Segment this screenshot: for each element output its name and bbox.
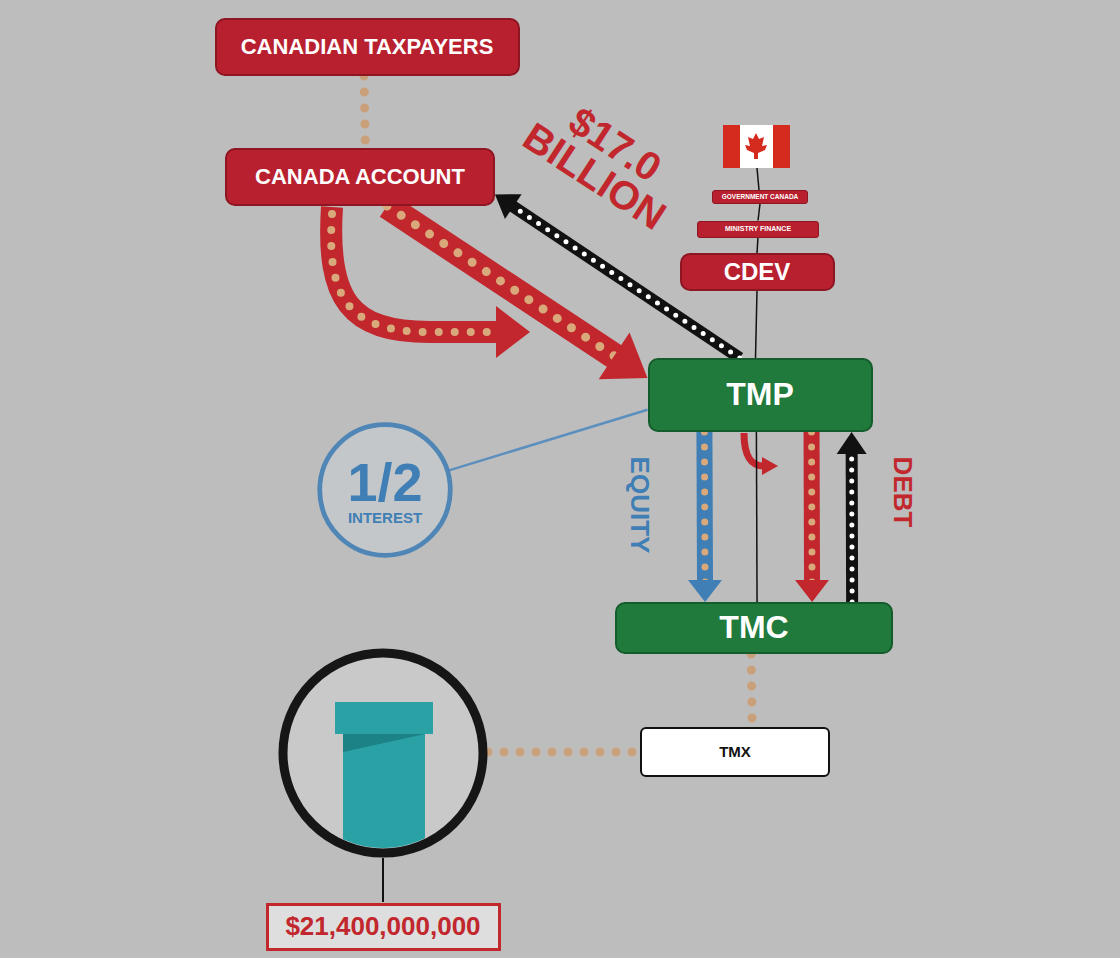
account-box: CANADA ACCOUNT xyxy=(225,148,495,206)
dotted-connector xyxy=(488,748,638,757)
maple-leaf xyxy=(745,133,767,159)
connector xyxy=(364,76,365,148)
connector-line xyxy=(696,432,713,582)
connector-line xyxy=(449,410,647,471)
interest-circle: 1/2INTEREST xyxy=(317,422,453,558)
arrow-head xyxy=(495,194,522,219)
pipe-body xyxy=(343,734,425,874)
node-text: $21,400,000,000 xyxy=(285,913,480,940)
arrow-head xyxy=(795,580,829,602)
node-text: CANADIAN TAXPAYERS xyxy=(241,35,494,58)
arrow-head xyxy=(599,333,648,380)
source-box: CANADIAN TAXPAYERS xyxy=(215,18,520,76)
pipe-flange xyxy=(335,702,433,734)
pipe-shade xyxy=(343,734,425,752)
connector xyxy=(688,432,722,602)
node-text: MINISTRY FINANCE xyxy=(725,225,791,232)
node-text: TMC xyxy=(719,611,788,645)
crown-corp-box: CDEV xyxy=(680,253,835,290)
connector xyxy=(449,410,647,471)
node-text: TMX xyxy=(719,744,751,760)
node-text: 1/2 xyxy=(347,454,422,511)
connector-line xyxy=(804,432,821,582)
connector-line xyxy=(756,432,758,602)
connector-line xyxy=(849,452,854,602)
node-text: GOVERNMENT CANADA xyxy=(722,194,799,201)
connector xyxy=(837,432,867,602)
arrow-head xyxy=(762,457,778,475)
node-text: CDEV xyxy=(724,259,791,284)
connector-line xyxy=(387,206,616,357)
leader-line xyxy=(382,858,384,902)
connector-line xyxy=(758,204,760,221)
org-box: MINISTRY FINANCE xyxy=(697,221,819,238)
node-text: CANADA ACCOUNT xyxy=(255,165,465,188)
canada-flag xyxy=(723,125,790,168)
connector-line xyxy=(387,206,616,357)
flag-pole-line xyxy=(757,168,759,190)
org-box: GOVERNMENT CANADA xyxy=(712,190,808,204)
connector-line xyxy=(747,654,757,727)
node-text: TMP xyxy=(726,378,794,412)
connector xyxy=(757,238,758,254)
edge-label: $17.0 BILLION xyxy=(513,82,697,238)
connector-line xyxy=(757,238,758,254)
amount-box: $21,400,000,000 xyxy=(266,903,501,951)
circle-shape xyxy=(320,425,451,556)
flag-field xyxy=(723,125,790,168)
connector-line xyxy=(364,76,365,148)
connector xyxy=(756,432,758,602)
flag-band xyxy=(773,125,790,168)
arrow-head xyxy=(496,306,530,358)
edge-label: DEBT xyxy=(891,457,916,528)
pipe-icon xyxy=(335,702,433,874)
connector-line xyxy=(808,432,816,582)
company-box: TMC xyxy=(615,602,893,654)
company-box: TMP xyxy=(648,358,873,432)
connector xyxy=(795,432,829,602)
pipeline-box: TMX xyxy=(640,727,830,777)
connector-line xyxy=(701,432,709,582)
connector xyxy=(387,206,648,379)
connector-line xyxy=(756,291,758,358)
curved-arrow xyxy=(744,433,764,466)
flag-band xyxy=(723,125,740,168)
arrow-head xyxy=(837,432,867,454)
arrow-head xyxy=(688,580,722,602)
connector xyxy=(756,291,758,358)
connector-line xyxy=(846,452,858,602)
connector xyxy=(758,204,760,221)
node-text: INTEREST xyxy=(348,510,422,526)
edge-label: EQUITY xyxy=(628,457,653,554)
connector xyxy=(751,654,753,727)
